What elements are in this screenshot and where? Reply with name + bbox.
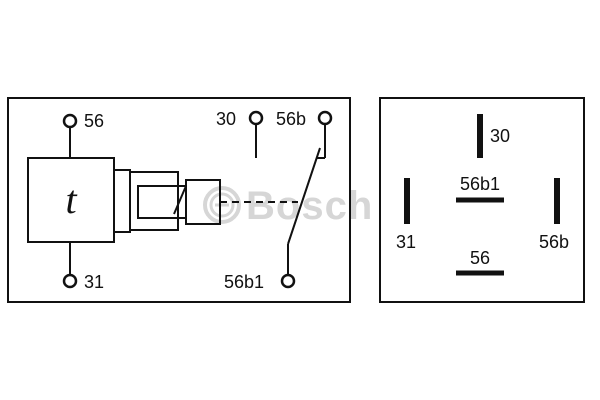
- terminal-31: [62, 273, 78, 289]
- pin-label-56b1: 56b1: [224, 272, 264, 292]
- watermark-brand: Bosch: [246, 184, 373, 228]
- switch-contact: [287, 147, 321, 245]
- pin-label-56b: 56b: [276, 109, 306, 129]
- pinout-label-56b1: 56b1: [460, 174, 500, 194]
- timer-symbol: t: [65, 177, 77, 222]
- pin-label-56: 56: [84, 111, 104, 131]
- pinout-label-56: 56: [470, 248, 490, 268]
- terminal-30: [248, 110, 264, 126]
- schematic-frame: [7, 97, 351, 303]
- pinout-panel: 30 56b1 31 56b 56: [379, 97, 585, 303]
- bosch-logo-icon: [203, 186, 241, 224]
- pin-label-31: 31: [84, 272, 104, 292]
- watermark: Bosch: [203, 184, 373, 228]
- pinout-frame: [379, 97, 585, 303]
- terminal-56b1: [280, 273, 296, 289]
- pinout-label-31: 31: [396, 232, 416, 252]
- terminal-56b: [317, 110, 333, 126]
- terminal-56: [62, 113, 78, 129]
- pinout-label-56b: 56b: [539, 232, 569, 252]
- pinout-label-30: 30: [490, 126, 510, 146]
- schematic-panel: t 56 31 30 56b 56b1: [7, 97, 351, 303]
- pin-label-30: 30: [216, 109, 236, 129]
